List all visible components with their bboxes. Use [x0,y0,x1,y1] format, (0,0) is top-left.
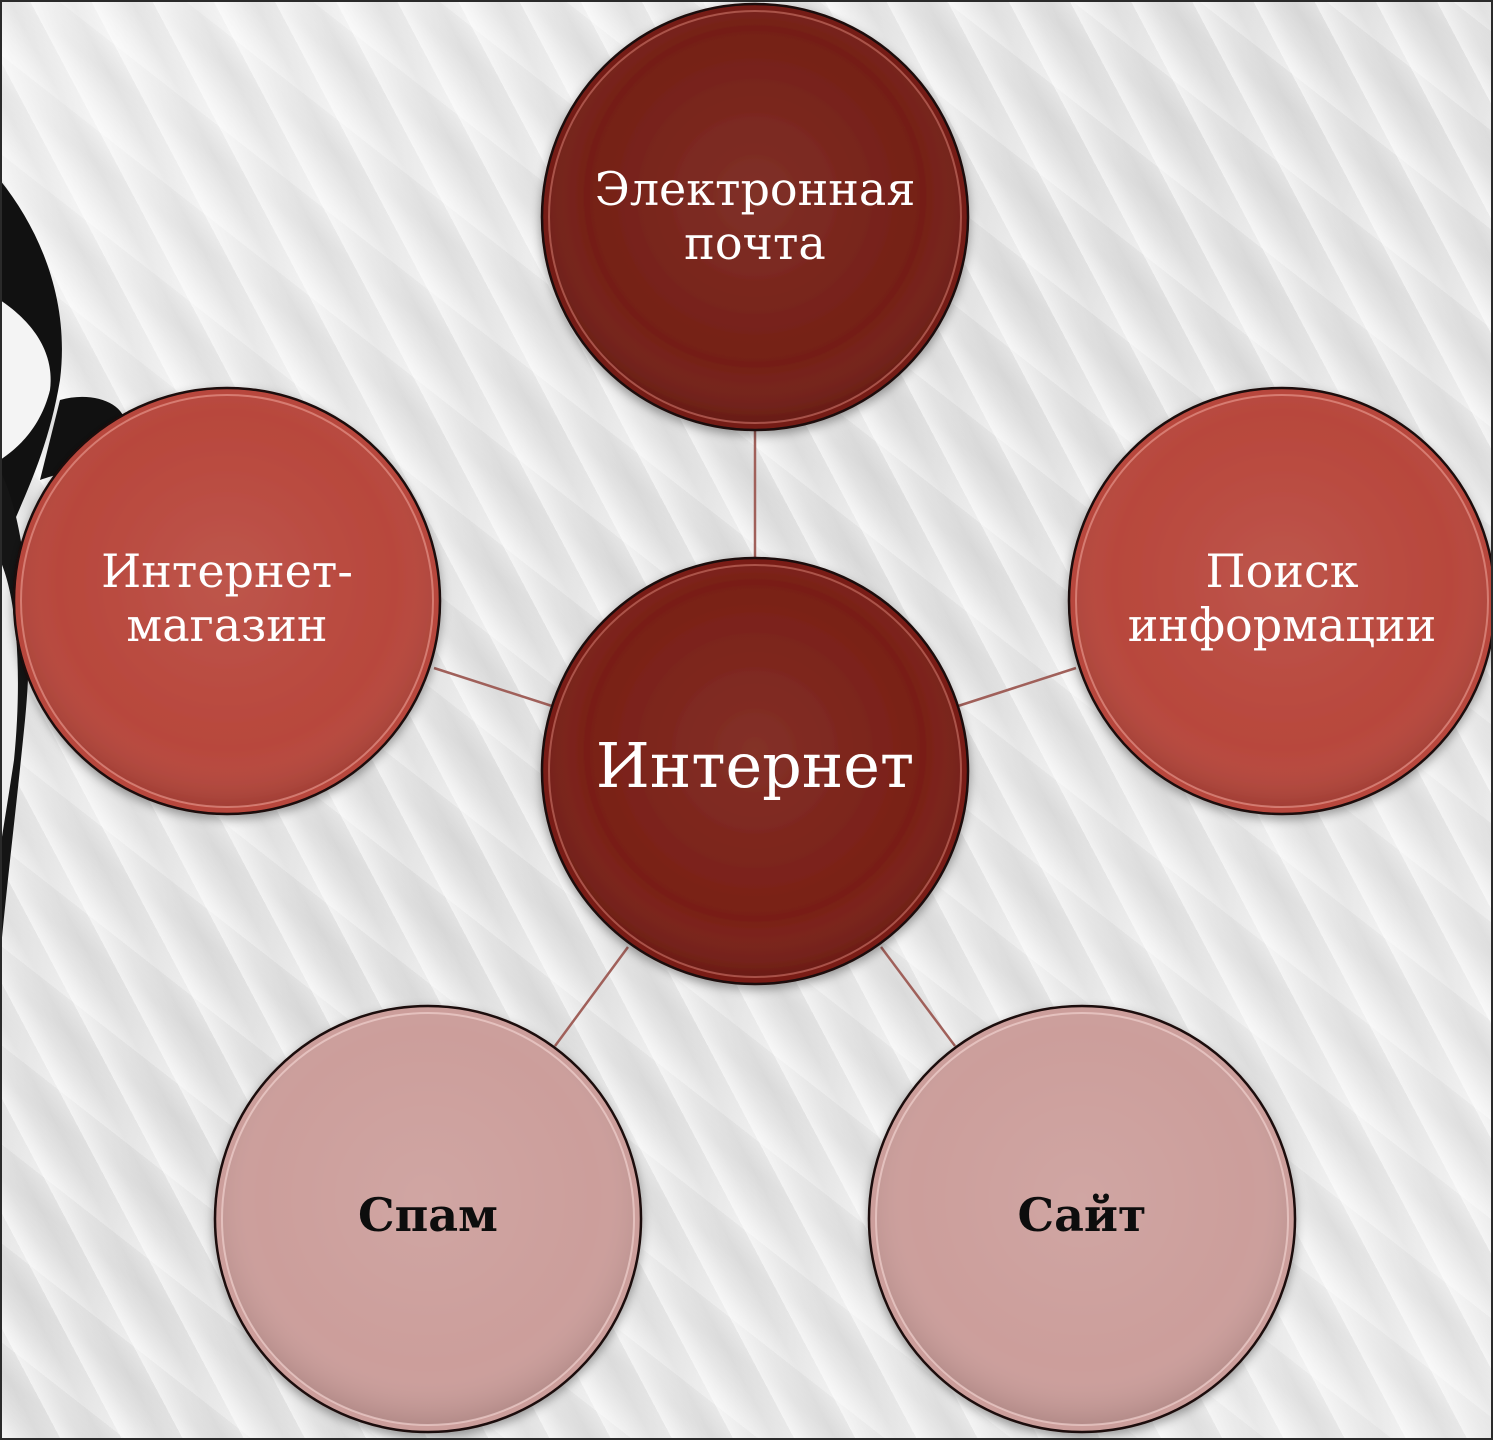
node-site-label: Сайт [1017,1188,1146,1242]
node-search[interactable]: Поиск информации [1067,386,1493,816]
node-center[interactable]: Интернет [540,556,970,986]
node-spam-label: Спам [358,1188,498,1242]
node-email-label-line1: Электронная [595,162,916,216]
node-search-label-line1: Поиск [1206,544,1359,598]
node-spam[interactable]: Спам [213,1004,643,1434]
node-shop[interactable]: Интернет- магазин [12,386,442,816]
node-site[interactable]: Сайт [867,1004,1297,1434]
connector-site [879,946,957,1047]
decorative-swirl [0,180,126,960]
node-shop-label-line1: Интернет- [101,544,353,598]
connector-shop [433,666,553,708]
connector-spam [553,946,630,1047]
node-shop-label-line2: магазин [126,598,327,652]
node-center-label: Интернет [596,729,914,802]
connectors [433,428,1077,1047]
node-email[interactable]: Электронная почта [540,2,970,432]
node-search-label-line2: информации [1128,598,1437,652]
node-email-label-line2: почта [684,216,826,270]
connector-search [957,666,1077,708]
